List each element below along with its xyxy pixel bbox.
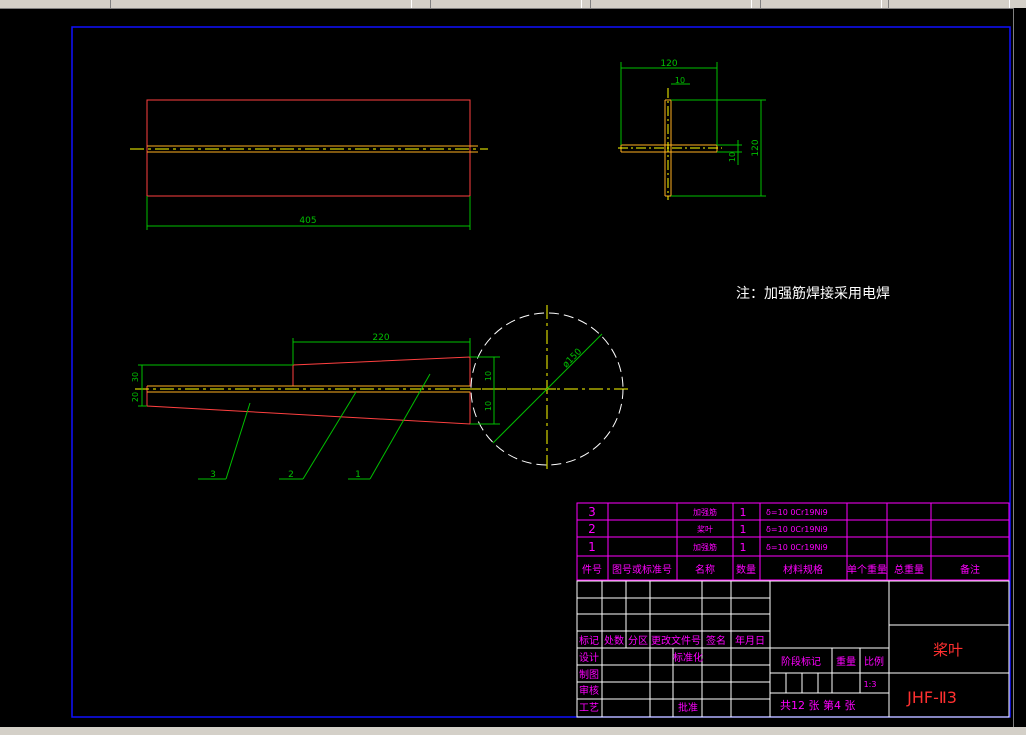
bom-table: 3 加强筋 1 δ=10 0Cr19Ni9 2 桨叶 1 δ=10 0Cr19N…	[576, 502, 1010, 581]
svg-text:标记: 标记	[579, 635, 599, 647]
svg-text:制图: 制图	[579, 668, 599, 681]
svg-text:加强筋: 加强筋	[693, 507, 717, 517]
svg-text:重量: 重量	[836, 655, 856, 668]
toolbar-segment[interactable]	[760, 0, 882, 8]
svg-text:处数: 处数	[604, 634, 624, 647]
svg-text:材料规格: 材料规格	[783, 563, 823, 576]
svg-text:桨叶: 桨叶	[697, 524, 713, 534]
cad-drawing-canvas[interactable]: 405 120 10 120 10 注：加强筋焊接采用电焊	[0, 0, 1014, 727]
svg-text:设计: 设计	[579, 651, 599, 664]
svg-text:1: 1	[740, 523, 747, 536]
svg-text:工艺: 工艺	[579, 702, 599, 714]
svg-text:10: 10	[728, 152, 737, 162]
svg-text:3: 3	[588, 505, 596, 519]
svg-text:共12 张 第4 张: 共12 张 第4 张	[780, 698, 856, 712]
side-view: 120 10 120 10	[618, 59, 766, 200]
svg-text:1: 1	[740, 506, 747, 519]
svg-text:δ=10 0Cr19Ni9: δ=10 0Cr19Ni9	[766, 543, 828, 552]
svg-text:备注: 备注	[960, 563, 980, 576]
dim-text-405: 405	[299, 216, 316, 226]
svg-text:阶段标记: 阶段标记	[781, 655, 821, 668]
svg-text:总重量: 总重量	[894, 563, 924, 576]
svg-text:10: 10	[484, 401, 493, 411]
svg-text:δ=10 0Cr19Ni9: δ=10 0Cr19Ni9	[766, 508, 828, 517]
svg-text:2: 2	[588, 522, 596, 536]
drawing-code: JHF-Ⅱ3	[906, 688, 957, 707]
top-view-outline	[146, 99, 471, 197]
svg-text:ø150: ø150	[561, 347, 584, 370]
drawing-note: 注：加强筋焊接采用电焊	[736, 285, 890, 302]
svg-text:件号: 件号	[582, 564, 602, 576]
leader-label: 3	[210, 470, 216, 480]
svg-text:更改文件号: 更改文件号	[651, 634, 701, 647]
svg-text:10: 10	[675, 76, 685, 85]
title-block: 标记 处数 分区 更改文件号 签名 年月日 设计 标准化 制图 审核 工艺 批准…	[576, 580, 1010, 718]
toolbar-segment[interactable]	[590, 0, 752, 8]
svg-text:数量: 数量	[736, 563, 756, 576]
leader-label: 2	[288, 470, 294, 480]
svg-text:10: 10	[484, 371, 493, 381]
svg-text:审核: 审核	[579, 684, 599, 697]
vertical-scrollbar[interactable]	[1013, 8, 1026, 735]
svg-text:220: 220	[372, 333, 389, 343]
svg-text:1: 1	[740, 541, 747, 554]
toolbar-segment[interactable]	[110, 0, 412, 8]
svg-text:图号或标准号: 图号或标准号	[612, 564, 672, 576]
svg-text:年月日: 年月日	[735, 634, 765, 647]
svg-text:标准化: 标准化	[673, 651, 703, 664]
svg-text:单个重量: 单个重量	[847, 563, 887, 576]
svg-text:δ=10 0Cr19Ni9: δ=10 0Cr19Ni9	[766, 525, 828, 534]
svg-text:1:3: 1:3	[864, 680, 877, 689]
part-name: 桨叶	[933, 641, 963, 659]
svg-text:1: 1	[588, 540, 596, 554]
toolbar-strip	[0, 0, 1026, 9]
svg-text:批准: 批准	[678, 701, 698, 714]
top-view: 405	[130, 99, 488, 230]
svg-text:120: 120	[751, 139, 761, 156]
sheet-border	[71, 26, 1011, 718]
svg-text:120: 120	[660, 59, 677, 69]
svg-text:30: 30	[131, 372, 140, 382]
toolbar-segment[interactable]	[430, 0, 582, 8]
svg-text:20: 20	[131, 392, 140, 402]
status-strip	[0, 727, 1026, 735]
blade-view: ø150 220 30 20 10 10 3 2 1	[131, 305, 630, 480]
svg-text:名称: 名称	[695, 563, 715, 576]
svg-text:加强筋: 加强筋	[693, 542, 717, 552]
leader-label: 1	[355, 470, 361, 480]
toolbar-segment[interactable]	[888, 0, 1010, 8]
svg-text:比例: 比例	[864, 655, 884, 668]
svg-text:签名: 签名	[706, 634, 726, 647]
svg-text:分区: 分区	[628, 635, 648, 647]
